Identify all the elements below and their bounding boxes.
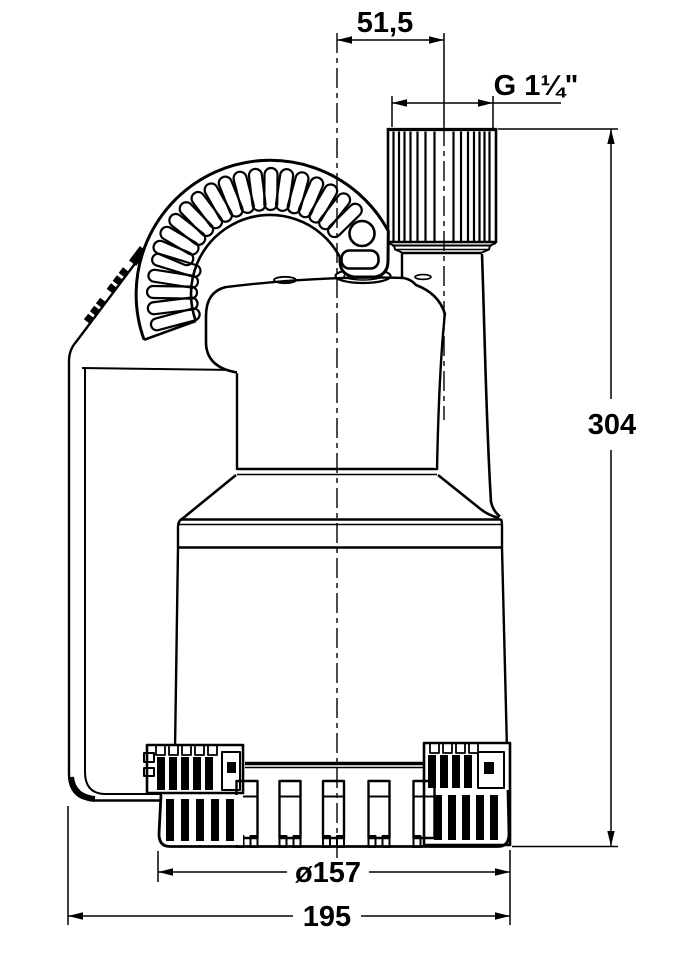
motor-dome — [204, 267, 447, 471]
dim-label-thread: G 1¼" — [494, 70, 579, 102]
right-foot — [422, 741, 512, 847]
handle-rope-hole — [348, 219, 376, 248]
dim-label-outlet-offset: 51,5 — [357, 7, 413, 39]
strainer-base — [143, 741, 512, 848]
dome-screw-recess-small — [414, 273, 432, 281]
cable-bracket — [67, 240, 237, 802]
dim-strainer-diameter: ø157 — [157, 850, 511, 925]
center-lines — [336, 33, 445, 858]
left-foot-tab — [143, 767, 155, 777]
dim-total-height: 304 — [498, 128, 636, 848]
left-foot — [143, 743, 245, 845]
dim-outlet-offset: 51,5 — [337, 7, 444, 44]
pump-body-lines — [173, 368, 509, 751]
carrying-handle — [134, 158, 390, 342]
dim-label-overall-width: 195 — [303, 901, 351, 933]
dim-label-total-height: 304 — [588, 409, 636, 441]
left-foot-tab — [143, 752, 155, 763]
cap-knurl-ribs — [392, 131, 491, 241]
dome-screw-recess — [273, 275, 297, 285]
base-bottom-rim — [157, 789, 511, 848]
dim-thread: G 1¼" — [391, 70, 579, 128]
dim-overall-width: 195 — [67, 806, 510, 933]
dimension-annotations: 51,5 G 1¼" 304 ø157 — [67, 7, 636, 933]
dim-label-strainer-diameter: ø157 — [295, 857, 361, 889]
handle-foot-slot — [340, 249, 380, 270]
handle-grip-slots — [145, 166, 363, 332]
